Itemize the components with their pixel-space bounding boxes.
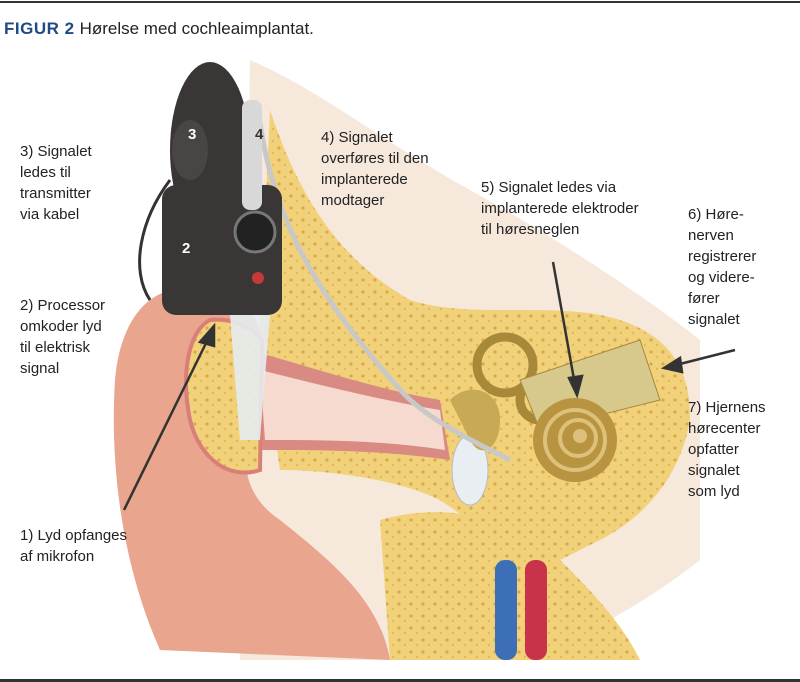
processor-dial xyxy=(233,210,277,254)
figure-caption: Hørelse med cochleaimplantat. xyxy=(79,19,314,38)
label-line: signalet xyxy=(688,462,740,479)
label-line: via kabel xyxy=(20,206,80,223)
ossicles xyxy=(450,389,500,451)
label-step7: 7) Hjernens hørecenter opfatter signalet som… xyxy=(688,397,766,502)
label-line: fører xyxy=(688,290,720,307)
outer-ear xyxy=(113,288,390,660)
label-line: og videre- xyxy=(688,269,755,286)
transmitter-cable xyxy=(138,179,172,301)
label-line: 2) Processor xyxy=(20,297,106,314)
label-step2: 2) Processor omkoder lyd til elektrisk sign… xyxy=(20,295,105,379)
label-line: signalet xyxy=(688,311,740,328)
label-line: implanterede elektroder xyxy=(481,200,639,217)
label-line: registrerer xyxy=(688,248,757,265)
label-line: ledes til xyxy=(20,164,71,181)
number-cable: 4 xyxy=(255,126,264,143)
label-line: signal xyxy=(20,360,60,377)
label-line: til høresneglen xyxy=(481,221,580,238)
semicircular-canal xyxy=(472,332,538,398)
label-step3: 3) Signalet ledes til transmitter via kabel xyxy=(20,141,92,225)
figure-label: FIGUR 2 xyxy=(4,19,75,38)
arrows xyxy=(122,261,736,511)
arrow-brain xyxy=(671,348,736,368)
label-line: til elektrisk xyxy=(20,339,91,356)
number-processor: 2 xyxy=(182,240,191,257)
label-line: transmitter xyxy=(20,185,91,202)
microphone-tube xyxy=(230,315,270,440)
label-line: 4) Signalet xyxy=(321,129,393,146)
label-step6: 6) Høre-nerven registrerer og videre-fører… xyxy=(688,204,756,330)
label-line: 1) Lyd opfanges xyxy=(20,527,128,544)
number-transmitter: 3 xyxy=(188,126,197,143)
label-line: opfatter xyxy=(688,441,739,458)
label-line: som lyd xyxy=(688,483,740,500)
label-line: modtager xyxy=(321,192,385,209)
label-line: 6) Høre- xyxy=(688,206,744,223)
processor-led xyxy=(252,272,264,284)
label-line: omkoder lyd xyxy=(20,318,102,335)
implant-cable xyxy=(255,109,512,463)
label-line: overføres til den xyxy=(321,150,429,167)
bottom-rule xyxy=(0,679,800,682)
label-line: af mikrofon xyxy=(20,548,95,565)
label-line: hørecenter xyxy=(688,420,761,437)
vessel-blue xyxy=(495,560,517,660)
top-rule xyxy=(0,1,800,3)
arrow-microphone xyxy=(122,334,212,511)
label-step4: 4) Signalet overføres til den implanterede… xyxy=(321,127,429,211)
label-line: nerven xyxy=(688,227,734,244)
label-step1: 1) Lyd opfanges af mikrofon xyxy=(20,525,127,567)
arrow-electrodes xyxy=(551,261,577,386)
cable-connector xyxy=(242,100,262,210)
label-step5: 5) Signalet ledes via implanterede elektr… xyxy=(481,177,639,240)
label-line: 5) Signalet ledes via xyxy=(481,179,617,196)
ear-canal-inner xyxy=(260,370,445,450)
vessel-red xyxy=(525,560,547,660)
label-line: 7) Hjernens xyxy=(688,399,766,416)
label-line: 3) Signalet xyxy=(20,143,92,160)
label-line: implanterede xyxy=(321,171,408,188)
